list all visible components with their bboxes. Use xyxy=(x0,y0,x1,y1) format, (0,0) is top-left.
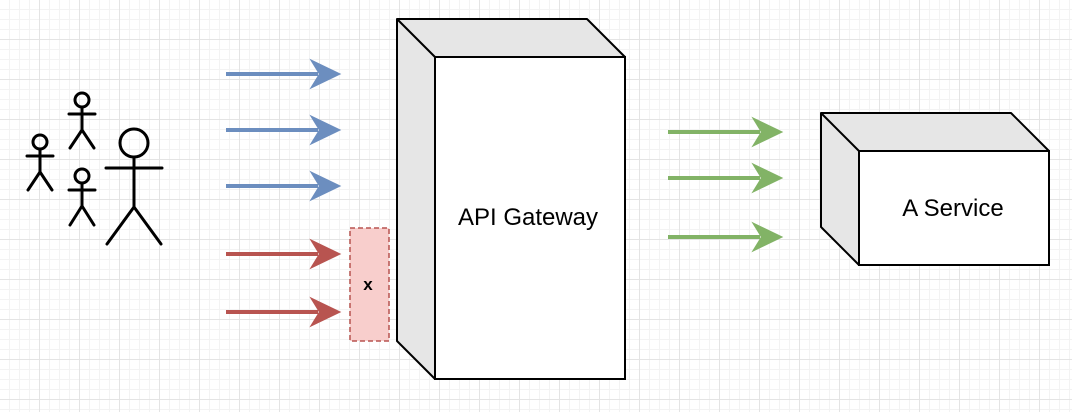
forwarded-arrow xyxy=(668,221,784,253)
api-gateway-box[interactable]: API Gateway xyxy=(396,18,626,380)
incoming-arrow xyxy=(226,58,342,90)
user-figure-small-middle xyxy=(67,167,97,227)
user-figure-small-top xyxy=(67,91,97,150)
rejection-marker-label: x xyxy=(363,275,373,294)
user-figure-small-left xyxy=(25,133,55,192)
users-icon xyxy=(25,91,164,246)
service-front-face xyxy=(858,150,1050,266)
incoming-request-arrows xyxy=(226,58,342,202)
forwarded-arrow xyxy=(668,116,784,148)
api-gateway-label: API Gateway xyxy=(458,204,598,231)
service-box[interactable]: A Service xyxy=(820,112,1050,266)
rejection-block: x xyxy=(349,227,390,342)
incoming-arrow xyxy=(226,114,342,146)
user-figure-large xyxy=(104,127,164,246)
rejected-request-arrows xyxy=(226,238,342,328)
incoming-arrow xyxy=(226,170,342,202)
service-label: A Service xyxy=(902,195,1003,222)
rejected-arrow xyxy=(226,238,342,270)
rejected-arrow xyxy=(226,296,342,328)
api-gateway-front-face xyxy=(434,56,626,380)
forwarded-arrow xyxy=(668,162,784,194)
forwarded-request-arrows xyxy=(668,116,784,253)
